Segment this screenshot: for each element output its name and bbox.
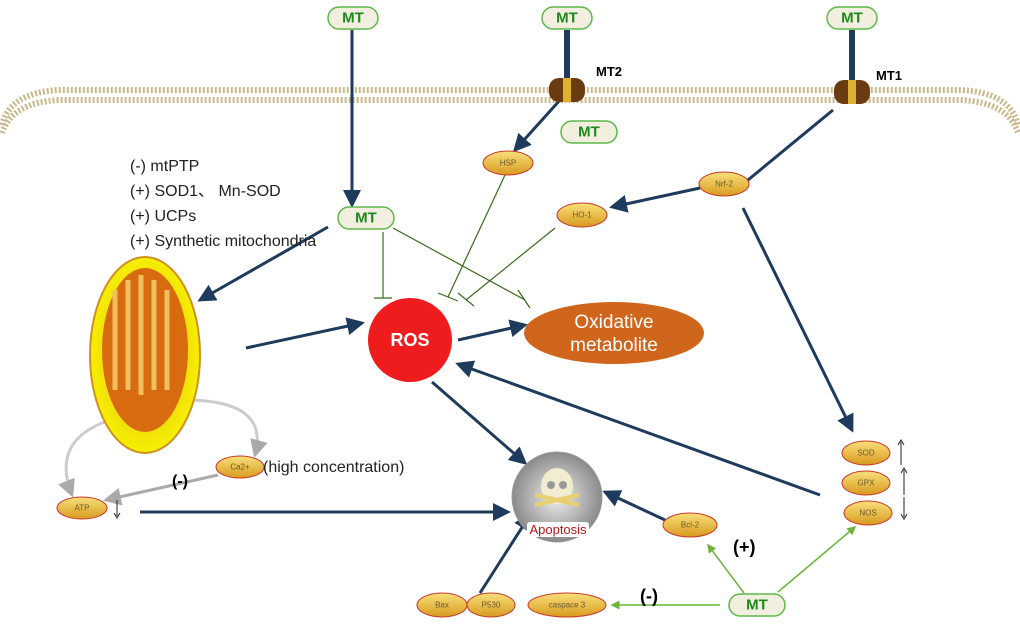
- svg-text:MT: MT: [746, 597, 768, 614]
- svg-text:Nrf-2: Nrf-2: [715, 180, 733, 189]
- svg-text:(+) Synthetic mitochondria: (+) Synthetic mitochondria: [130, 233, 316, 250]
- skull-icon: [534, 468, 580, 507]
- arrow-mito-ca: [184, 398, 268, 458]
- mt-node-top-left: MT: [327, 6, 379, 30]
- arrow-bax-apoptosis: [478, 512, 532, 594]
- svg-text:GPX: GPX: [858, 479, 876, 488]
- arrow-antioxidant-ros: [455, 360, 821, 497]
- svg-text:P530: P530: [482, 601, 501, 610]
- svg-text:MT: MT: [841, 10, 863, 27]
- apoptosis-node: Apoptosis: [511, 451, 603, 543]
- arrow-mt-mito: [197, 225, 329, 302]
- arrow-mito-atp: [58, 418, 111, 498]
- arrow-mt-nos: [777, 526, 857, 593]
- mitochondrion: [89, 256, 201, 454]
- svg-text:NOS: NOS: [859, 509, 876, 518]
- svg-text:HSP: HSP: [500, 159, 516, 168]
- bcl2-node: Bcl-2: [662, 512, 718, 538]
- oxidative-metabolite-node: Oxidative metabolite: [524, 302, 704, 364]
- arrow-ros-apoptosis: [431, 380, 528, 465]
- svg-text:MT: MT: [342, 10, 364, 27]
- svg-text:ROS: ROS: [390, 330, 429, 350]
- svg-text:MT: MT: [556, 10, 578, 27]
- svg-text:(+) UCPs: (+) UCPs: [130, 208, 196, 225]
- svg-text:metabolite: metabolite: [570, 335, 658, 356]
- arrow-ros-oxidative: [457, 319, 528, 342]
- mt-node-bottom: MT: [728, 593, 786, 617]
- bax-node: Bax: [416, 592, 468, 618]
- arrow-nrf2-sod: [741, 207, 854, 433]
- mt1-label: MT1: [876, 68, 902, 83]
- svg-text:MT: MT: [355, 210, 377, 227]
- ros-node: ROS: [368, 298, 452, 382]
- bcl2-plus-sign: (+): [733, 537, 756, 557]
- svg-text:Bax: Bax: [435, 601, 449, 610]
- arrow-nrf2-ho1: [609, 186, 701, 213]
- mt-effects-list: (-) mtPTP (+) SOD1、 Mn-SOD (+) UCPs (+) …: [130, 158, 316, 250]
- caspase-minus-sign: (-): [640, 586, 658, 606]
- mt1-receptor: [834, 80, 870, 104]
- mt-node-mid: MT: [337, 206, 395, 230]
- arrow-bcl2-apoptosis: [602, 490, 666, 522]
- svg-text:(+) SOD1、 Mn-SOD: (+) SOD1、 Mn-SOD: [130, 183, 281, 200]
- arrow-ca-atp: [103, 473, 219, 506]
- atp-node: ATP: [56, 496, 108, 520]
- svg-text:Ca2+: Ca2+: [230, 463, 250, 472]
- nos-node: NOS: [843, 500, 893, 526]
- svg-text:SOD: SOD: [857, 449, 875, 458]
- sod-node: SOD: [841, 440, 891, 466]
- caspase3-node: caspace 3: [527, 592, 607, 618]
- mt-node-top-center: MT: [541, 6, 593, 30]
- svg-text:HO-1: HO-1: [572, 211, 592, 220]
- arrow-mt2-hsp: [512, 98, 562, 153]
- p530-node: P530: [466, 592, 516, 618]
- ca-node: Ca2+: [215, 455, 265, 479]
- hsp-node: HSP: [482, 150, 534, 176]
- ca-minus-sign: (-): [172, 473, 188, 490]
- mt2-receptor: [549, 78, 585, 102]
- arrow-mito-ros: [245, 317, 365, 350]
- svg-text:ATP: ATP: [75, 504, 90, 513]
- ca-note: (high concentration): [263, 459, 404, 476]
- arrow-mt-bcl2: [707, 543, 745, 594]
- mt2-label: MT2: [596, 64, 622, 79]
- gpx-node: GPX: [841, 470, 891, 496]
- svg-text:MT: MT: [578, 124, 600, 141]
- cell-membrane: [0, 87, 1020, 135]
- svg-text:Oxidative: Oxidative: [574, 312, 653, 333]
- inhibition-lines: [374, 174, 556, 309]
- mt-node-intracellular: MT: [560, 120, 618, 144]
- arrow-mt1-nrf2: [747, 108, 834, 182]
- svg-text:Apoptosis: Apoptosis: [529, 522, 587, 537]
- svg-text:caspace 3: caspace 3: [549, 601, 586, 610]
- svg-text:(-) mtPTP: (-) mtPTP: [130, 158, 199, 175]
- up-down-indicators: [113, 439, 908, 520]
- nrf2-node: Nrf-2: [698, 171, 750, 197]
- ho1-node: HO-1: [556, 202, 608, 228]
- svg-text:Bcl-2: Bcl-2: [681, 521, 700, 530]
- mt-node-top-right: MT: [826, 6, 878, 30]
